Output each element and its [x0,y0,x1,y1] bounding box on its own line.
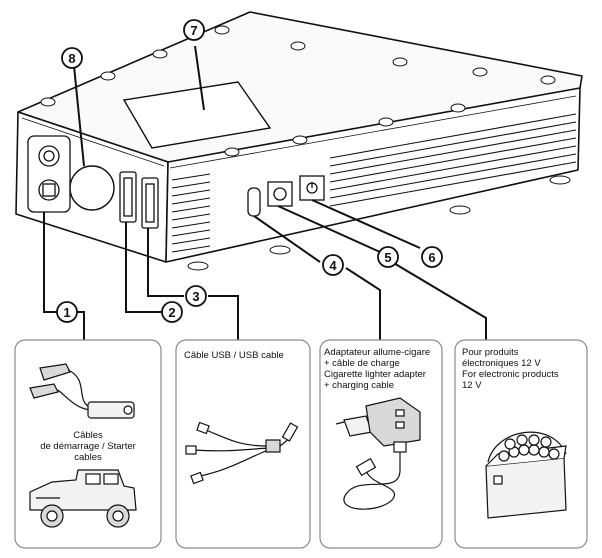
electronic-line-3: For electronic products [462,369,559,380]
starter-line-1: Câbles [73,430,103,441]
leader-lines [43,45,487,340]
top-screws [40,25,556,157]
adapter-line-4: + charging cable [324,380,394,391]
lighter-adapter-illustration [335,397,421,447]
usb-cable-label: Câble USB / USB cable [184,350,308,361]
callout-1: 1 [56,301,78,323]
panel-lighter-adapter [319,339,443,549]
adapter-line-1: Adaptateur allume-cigare [324,347,431,358]
svg-text:2: 2 [168,305,175,320]
callout-7: 7 [183,19,205,41]
jeep-illustration [29,469,137,528]
feet [187,175,571,271]
starter-port-panel [27,135,71,213]
svg-text:5: 5 [384,250,391,265]
charging-cable-illustration [343,441,407,510]
starter-line-2: de démarrage / Starter [40,441,136,452]
callout-3: 3 [185,285,207,307]
svg-text:1: 1 [63,305,70,320]
electronic-line-4: 12 V [462,380,482,391]
callout-4: 4 [322,254,344,276]
electronic-products-label: Pour produits électroniques 12 V For ele… [462,347,584,391]
callout-markers: 1 2 3 4 5 6 7 8 [56,19,443,323]
svg-text:7: 7 [190,23,197,38]
starter-cables-illustration [29,363,135,419]
usb-cable-illustration [185,421,299,485]
svg-text:6: 6 [428,250,435,265]
svg-text:4: 4 [329,258,337,273]
callout-6: 6 [421,246,443,268]
adapter-label: Adaptateur allume-cigare + câble de char… [324,347,442,391]
side-ribs [171,113,577,253]
cooler-box-illustration [485,431,567,519]
callout-8: 8 [61,47,83,69]
adapter-line-2: + câble de charge [324,358,400,369]
callout-2: 2 [161,301,183,323]
round-indicator [69,165,115,211]
svg-text:3: 3 [192,289,199,304]
adapter-line-3: Cigarette lighter adapter [324,369,426,380]
usb-line-1: Câble USB / USB cable [184,350,284,361]
starter-line-3: cables [74,452,102,463]
usb-ports [119,171,159,229]
svg-text:8: 8 [68,51,75,66]
side-controls [247,175,325,217]
starter-cables-label: Câbles de démarrage / Starter cables [20,430,156,463]
electronic-line-2: électroniques 12 V [462,358,541,369]
electronic-line-1: Pour produits [462,347,519,358]
callout-5: 5 [377,246,399,268]
